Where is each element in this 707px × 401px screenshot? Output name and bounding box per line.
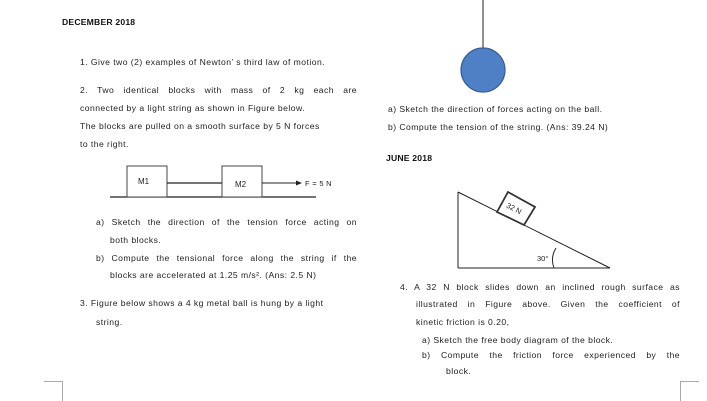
m2-label: M2 [235,180,247,189]
question-2-line: to the right. [80,139,129,149]
two-blocks-figure [110,165,316,198]
question-4b: b) Compute the friction force experience… [422,350,680,360]
page-corner-mark-left [44,381,63,401]
question-3-cont: string. [96,317,123,327]
block-m2 [221,165,263,198]
page-corner-mark-right [680,381,699,401]
question-2-line: connected by a light string as shown in … [80,103,305,113]
question-2b: b) Compute the tensional force along the… [96,253,357,263]
block-m1 [126,165,168,198]
angle-label: 30° [537,254,549,263]
section-heading-june-2018: JUNE 2018 [386,153,433,163]
question-4: 4. A 32 N block slides down an inclined … [400,282,680,292]
question-3: 3. Figure below shows a 4 kg metal ball … [80,298,324,308]
metal-ball [460,47,506,93]
question-4-cont: kinetic friction is 0.20, [416,317,510,327]
question-2-line: The blocks are pulled on a smooth surfac… [80,121,320,131]
section-heading-december-2018: DECEMBER 2018 [62,17,136,27]
ball-question-b: b) Compute the tension of the string. (A… [388,122,609,132]
question-1: 1. Give two (2) examples of Newton’ s th… [80,57,326,67]
arrow-head-icon [296,180,302,186]
incline-figure [457,190,611,269]
force-label: F = 5 N [305,179,332,188]
question-4b-cont: block. [446,366,472,376]
angle-arc [552,247,557,269]
pendulum-figure [460,0,506,93]
question-2a: a) Sketch the direction of the tension f… [96,217,357,227]
question-2b-cont: blocks are accelerated at 1.25 m/s². (An… [110,270,317,280]
question-2a-cont: both blocks. [110,235,162,245]
question-4a: a) Sketch the free body diagram of the b… [422,335,614,345]
question-2-line: 2. Two identical blocks with mass of 2 k… [80,85,357,95]
ball-question-a: a) Sketch the direction of forces acting… [388,104,603,114]
incline-block [495,190,537,227]
m1-label: M1 [138,177,150,186]
question-4-cont: illustrated in Figure above. Given the c… [416,299,680,309]
